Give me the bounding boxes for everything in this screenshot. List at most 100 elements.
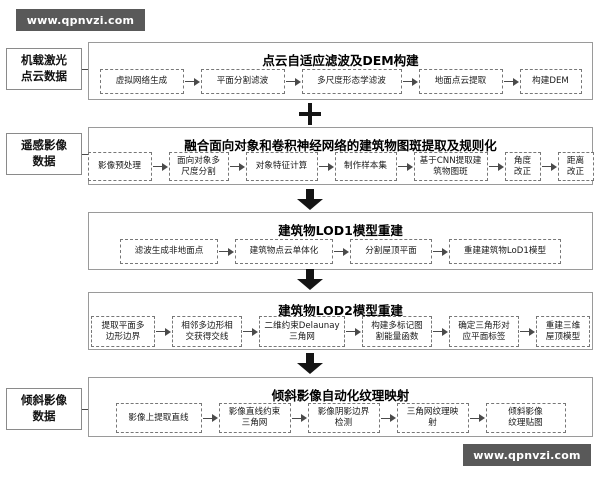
step-box: 构建DEM: [519, 69, 582, 94]
step-label: 建筑物点云单体化: [249, 246, 319, 257]
step-label: 对象特征计算: [255, 161, 308, 172]
step-label: 距离: [566, 155, 585, 166]
step-label-2: 三角网: [241, 418, 268, 428]
step-box: 重建建筑物LoD1模型: [449, 239, 561, 264]
step-arrow-icon: [218, 247, 235, 257]
step-arrow-icon: [469, 413, 486, 423]
step-box: 影像阴影边界检测: [307, 403, 380, 433]
step-label: 分割屋顶平面: [365, 246, 417, 257]
step-label-2: 尺度分割: [181, 166, 216, 177]
step-label: 二维约束Delaunay: [264, 320, 340, 331]
input-box-line2: 数据: [32, 154, 56, 168]
step-arrow-icon: [541, 162, 558, 172]
step-box: 相邻多边形相交获得交线: [172, 316, 242, 347]
stage-steps: 虚拟网络生成 平面分割滤波 多尺度形态学滤波 地面点云提取 构建DEM: [89, 69, 592, 94]
input-box-line1: 倾斜影像: [21, 393, 67, 408]
step-box: 平面分割滤波: [200, 69, 285, 94]
step-label: 相邻多边形相: [181, 320, 233, 331]
step-label: 平面分割滤波: [216, 76, 269, 87]
stage-texture-mapping: 倾斜影像自动化纹理映射 影像上提取直线 影像直线约束三角网 影像阴影边界检测 三…: [88, 377, 593, 437]
stage-title: 融合面向对象和卷积神经网络的建筑物图斑提取及规则化: [184, 138, 497, 153]
step-box: 分割屋顶平面: [350, 239, 432, 264]
input-box-line1: 遥感影像: [21, 138, 67, 153]
step-box: 构建多标记图割能量函数: [362, 316, 432, 347]
step-label: 基于CNN提取建: [419, 155, 482, 166]
stage-building-patch-extraction: 融合面向对象和卷积神经网络的建筑物图斑提取及规则化 影像预处理 面向对象多尺度分…: [87, 127, 594, 185]
plus-connector-icon: [299, 103, 321, 125]
step-arrow-icon: [380, 413, 397, 423]
step-arrow-icon: [402, 77, 419, 87]
step-box: 倾斜影像纹理贴图: [485, 403, 566, 433]
step-label-2: 筑物图斑: [433, 166, 468, 177]
stage-point-cloud-filtering: 点云自适应滤波及DEM构建 虚拟网络生成 平面分割滤波 多尺度形态学滤波 地面点…: [88, 42, 593, 100]
step-arrow-icon: [318, 162, 335, 172]
step-box: 影像上提取直线: [115, 403, 202, 433]
step-label: 影像直线约束: [228, 407, 281, 418]
step-box: 提取平面多边形边界: [91, 316, 155, 347]
down-arrow-icon-stage2-to-stage3: [297, 189, 323, 210]
step-arrow-icon: [488, 162, 505, 172]
step-label: 虚拟网络生成: [115, 76, 168, 87]
watermark-top: www.qpnvzi.com: [16, 9, 145, 31]
stage-title: 倾斜影像自动化纹理映射: [271, 388, 410, 403]
step-box: 三角网纹理映射: [396, 403, 469, 433]
step-box: 滤波生成非地面点: [120, 239, 218, 264]
step-label-2: 屋顶模型: [545, 331, 581, 342]
watermark-bottom: www.qpnvzi.com: [463, 444, 591, 466]
step-box: 基于CNN提取建筑物图斑: [413, 152, 488, 181]
step-label: 提取平面多: [101, 320, 145, 331]
step-box: 确定三角形对应平面标签: [449, 316, 519, 347]
step-arrow-icon: [152, 162, 169, 172]
step-label: 制作样本集: [344, 161, 387, 172]
step-label: 滤波生成非地面点: [134, 246, 204, 257]
step-label-2: 应平面标签: [462, 331, 506, 342]
step-arrow-icon: [155, 327, 172, 337]
step-label: 构建多标记图: [371, 320, 423, 331]
stage-lod2-reconstruction: 建筑物LOD2模型重建 提取平面多边形边界 相邻多边形相交获得交线 二维约束De…: [88, 292, 593, 350]
step-label-2: 检测: [334, 418, 353, 428]
step-arrow-icon: [519, 327, 536, 337]
step-label: 地面点云提取: [434, 76, 487, 87]
step-box: 重建三维屋顶模型: [536, 316, 590, 347]
step-label-2: 割能量函数: [375, 331, 419, 342]
input-box-line2: 数据: [32, 409, 56, 423]
step-box: 角度改正: [504, 152, 541, 181]
step-label: 三角网纹理映: [406, 407, 459, 418]
step-box: 距离改正: [557, 152, 594, 181]
step-label: 重建三维: [545, 320, 581, 331]
input-box-remote-sensing: 遥感影像 数据: [6, 133, 82, 175]
stage-title: 点云自适应滤波及DEM构建: [262, 53, 419, 68]
step-label: 倾斜影像: [508, 407, 543, 418]
step-box: 虚拟网络生成: [99, 69, 184, 94]
input-box-airborne-lidar: 机载激光 点云数据: [6, 48, 82, 90]
step-label-2: 改正: [513, 166, 532, 177]
step-box: 对象特征计算: [245, 152, 318, 181]
step-label: 重建建筑物LoD1模型: [463, 246, 547, 257]
step-label-2: 射: [428, 418, 437, 428]
step-arrow-icon: [229, 162, 246, 172]
step-label: 角度: [513, 155, 532, 166]
input-box-line2: 点云数据: [21, 69, 67, 83]
step-label: 确定三角形对: [458, 320, 510, 331]
step-box: 影像预处理: [87, 152, 152, 181]
step-label-2: 三角网: [289, 331, 315, 342]
step-label: 多尺度形态学滤波: [317, 76, 386, 87]
stage-lod1-reconstruction: 建筑物LOD1模型重建 滤波生成非地面点 建筑物点云单体化 分割屋顶平面 重建建…: [88, 212, 593, 270]
step-label: 影像上提取直线: [128, 412, 189, 423]
step-arrow-icon: [503, 77, 520, 87]
step-arrow-icon: [432, 327, 449, 337]
stage-steps: 影像上提取直线 影像直线约束三角网 影像阴影边界检测 三角网纹理映射 倾斜影像纹…: [89, 403, 592, 433]
step-box: 建筑物点云单体化: [235, 239, 333, 264]
step-label: 面向对象多: [177, 155, 220, 166]
step-arrow-icon: [345, 327, 362, 337]
step-label-2: 交获得交线: [185, 331, 229, 342]
stage-steps: 滤波生成非地面点 建筑物点云单体化 分割屋顶平面 重建建筑物LoD1模型: [89, 239, 592, 264]
step-label-2: 边形边界: [105, 331, 141, 342]
stage-title: 建筑物LOD2模型重建: [278, 303, 403, 318]
step-box: 面向对象多尺度分割: [168, 152, 229, 181]
step-box: 地面点云提取: [418, 69, 503, 94]
step-arrow-icon: [184, 77, 201, 87]
step-label: 构建DEM: [532, 76, 569, 87]
step-label-2: 纹理贴图: [508, 418, 543, 428]
